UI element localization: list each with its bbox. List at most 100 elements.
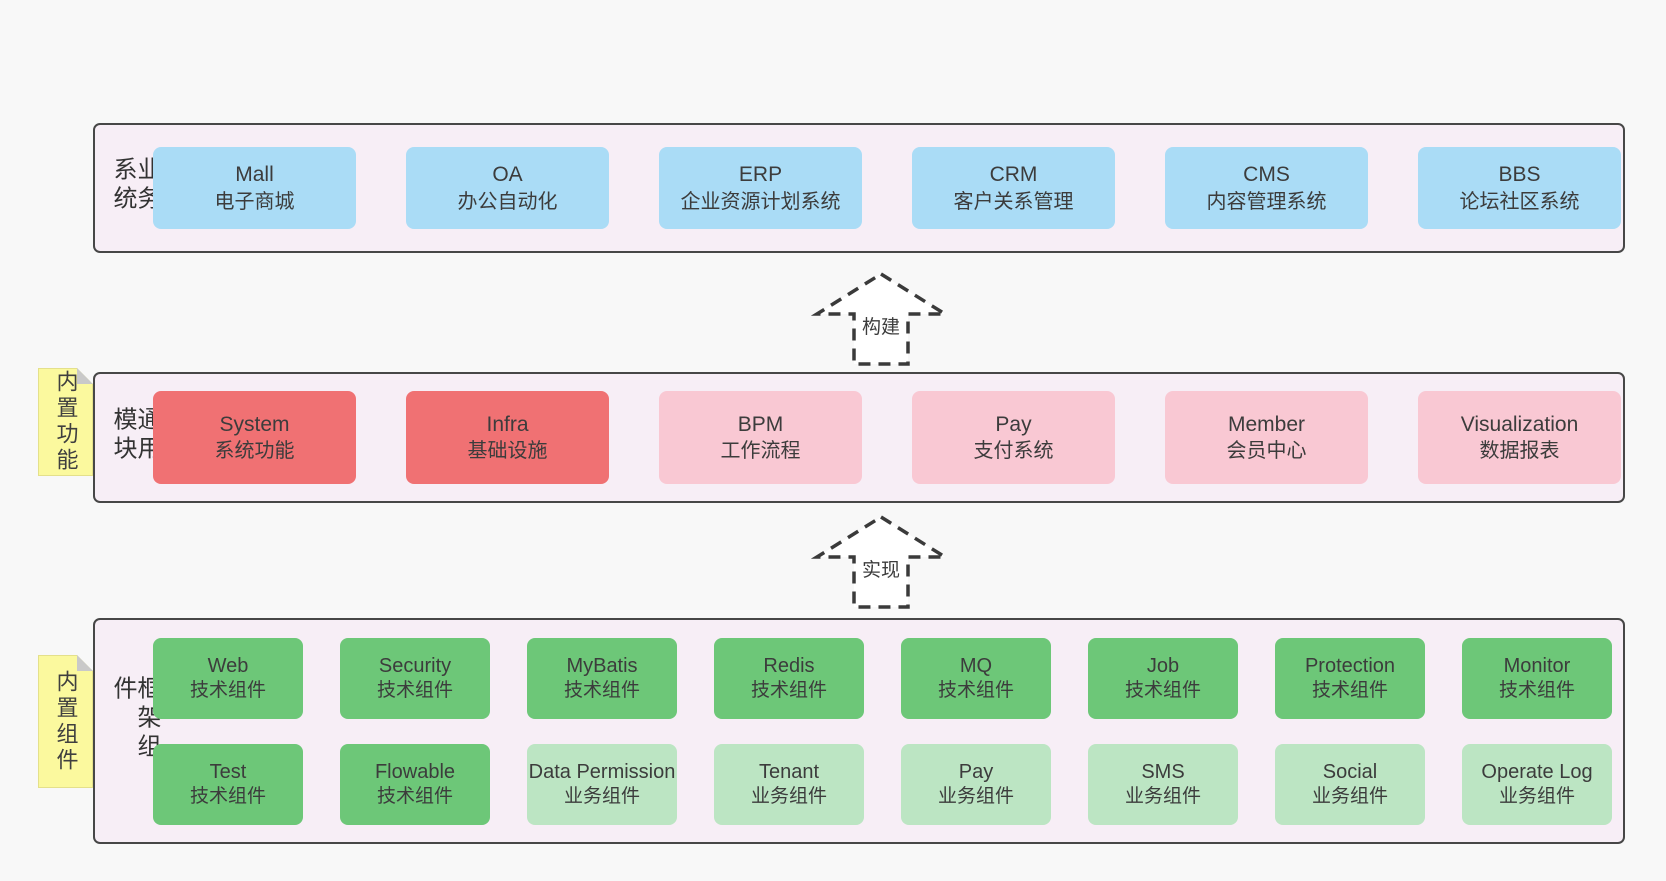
module-subtitle: 数据报表	[1479, 440, 1560, 463]
module-subtitle: 内容管理系统	[1206, 190, 1327, 213]
module-box-cms: CMS 内容管理系统	[1165, 147, 1368, 229]
module-subtitle: 企业资源计划系统	[680, 190, 841, 213]
module-box-oa: OA 办公自动化	[406, 147, 609, 229]
module-subtitle: 工作流程	[720, 440, 801, 463]
module-box-visualization: Visualization 数据报表	[1418, 391, 1621, 484]
business-systems-grid: Mall 电子商城 OA 办公自动化 ERP 企业资源计划系统 CRM 客户关系管理 CMS 内容…	[153, 125, 1621, 251]
module-name: SMS	[1141, 760, 1185, 783]
module-subtitle: 技术组件	[376, 679, 453, 701]
module-subtitle: 技术组件	[189, 785, 266, 807]
module-subtitle: 技术组件	[1311, 679, 1388, 701]
module-name: Job	[1146, 654, 1180, 677]
module-name: BBS	[1498, 163, 1541, 187]
module-subtitle: 支付系统	[973, 440, 1054, 463]
sticky-note-label: 内置功能	[53, 370, 79, 474]
module-name: Pay	[958, 760, 994, 783]
up-arrow-build: 构建	[811, 271, 951, 366]
module-name: CRM	[989, 163, 1038, 187]
module-name: Flowable	[374, 760, 456, 783]
module-box-pay: Pay 支付系统	[912, 391, 1115, 484]
module-name: Web	[207, 654, 249, 677]
module-name: Redis	[763, 654, 815, 677]
layer-common-modules: 通用模块 System 系统功能 Infra 基础设施 BPM 工作流程 Pay 支付系统 Me…	[93, 372, 1625, 503]
module-name: Pay	[995, 412, 1032, 436]
module-subtitle: 电子商城	[214, 190, 295, 213]
arrow-build-label: 构建	[862, 316, 900, 338]
module-box-mall: Mall 电子商城	[153, 147, 356, 229]
module-box-infra: Infra 基础设施	[406, 391, 609, 484]
module-name: Operate Log	[1481, 760, 1593, 783]
up-arrow-implement: 实现	[811, 514, 951, 609]
module-subtitle: 技术组件	[376, 785, 453, 807]
dashed-up-arrow-shape	[811, 271, 951, 366]
module-subtitle: 技术组件	[189, 679, 266, 701]
module-subtitle: 技术组件	[1498, 679, 1575, 701]
module-subtitle: 业务组件	[1311, 785, 1388, 807]
module-subtitle: 业务组件	[563, 785, 640, 807]
business-systems-row: Mall 电子商城 OA 办公自动化 ERP 企业资源计划系统 CRM 客户关系管理 CMS 内容…	[153, 147, 1621, 229]
module-name: Monitor	[1503, 654, 1571, 677]
module-name: CMS	[1243, 163, 1290, 187]
module-box-crm: CRM 客户关系管理	[912, 147, 1115, 229]
sticky-note-built-in-components: 内置组件	[38, 655, 93, 788]
module-subtitle: 客户关系管理	[953, 190, 1074, 213]
module-subtitle: 业务组件	[1124, 785, 1201, 807]
module-subtitle: 业务组件	[1498, 785, 1575, 807]
module-subtitle: 技术组件	[1124, 679, 1201, 701]
module-subtitle: 基础设施	[467, 440, 548, 463]
module-name: Mall	[235, 163, 274, 187]
module-name: MQ	[959, 654, 993, 677]
module-name: Visualization	[1460, 412, 1579, 436]
module-name: OA	[492, 163, 523, 187]
module-name: ERP	[738, 163, 783, 187]
module-name: Data Permission	[528, 760, 676, 783]
layer-label-business-systems: 业务系统	[109, 156, 160, 215]
module-subtitle: 办公自动化	[457, 190, 558, 213]
module-name: Test	[209, 760, 247, 783]
dashed-up-arrow-shape	[811, 514, 951, 609]
module-box-bpm: BPM 工作流程	[659, 391, 862, 484]
layer-label-common-modules: 通用模块	[109, 405, 160, 464]
module-box-bbs: BBS 论坛社区系统	[1418, 147, 1621, 229]
module-subtitle: 技术组件	[937, 679, 1014, 701]
module-name: BPM	[737, 412, 784, 436]
module-name: Infra	[486, 412, 529, 436]
module-subtitle: 业务组件	[937, 785, 1014, 807]
module-subtitle: 系统功能	[214, 440, 295, 463]
module-subtitle: 技术组件	[563, 679, 640, 701]
layer-business-systems: 业务系统 Mall 电子商城 OA 办公自动化 ERP 企业资源计划系统 CRM 客户关系管理…	[93, 123, 1625, 253]
module-name: System	[219, 412, 290, 436]
module-name: Protection	[1304, 654, 1396, 677]
arrow-implement-label: 实现	[862, 559, 900, 581]
module-name: Social	[1322, 760, 1378, 783]
module-subtitle: 技术组件	[750, 679, 827, 701]
module-subtitle: 会员中心	[1226, 440, 1307, 463]
sticky-note-built-in-functions: 内置功能	[38, 368, 93, 476]
module-name: Tenant	[758, 760, 820, 783]
module-name: Security	[378, 654, 452, 677]
module-subtitle: 论坛社区系统	[1459, 190, 1580, 213]
